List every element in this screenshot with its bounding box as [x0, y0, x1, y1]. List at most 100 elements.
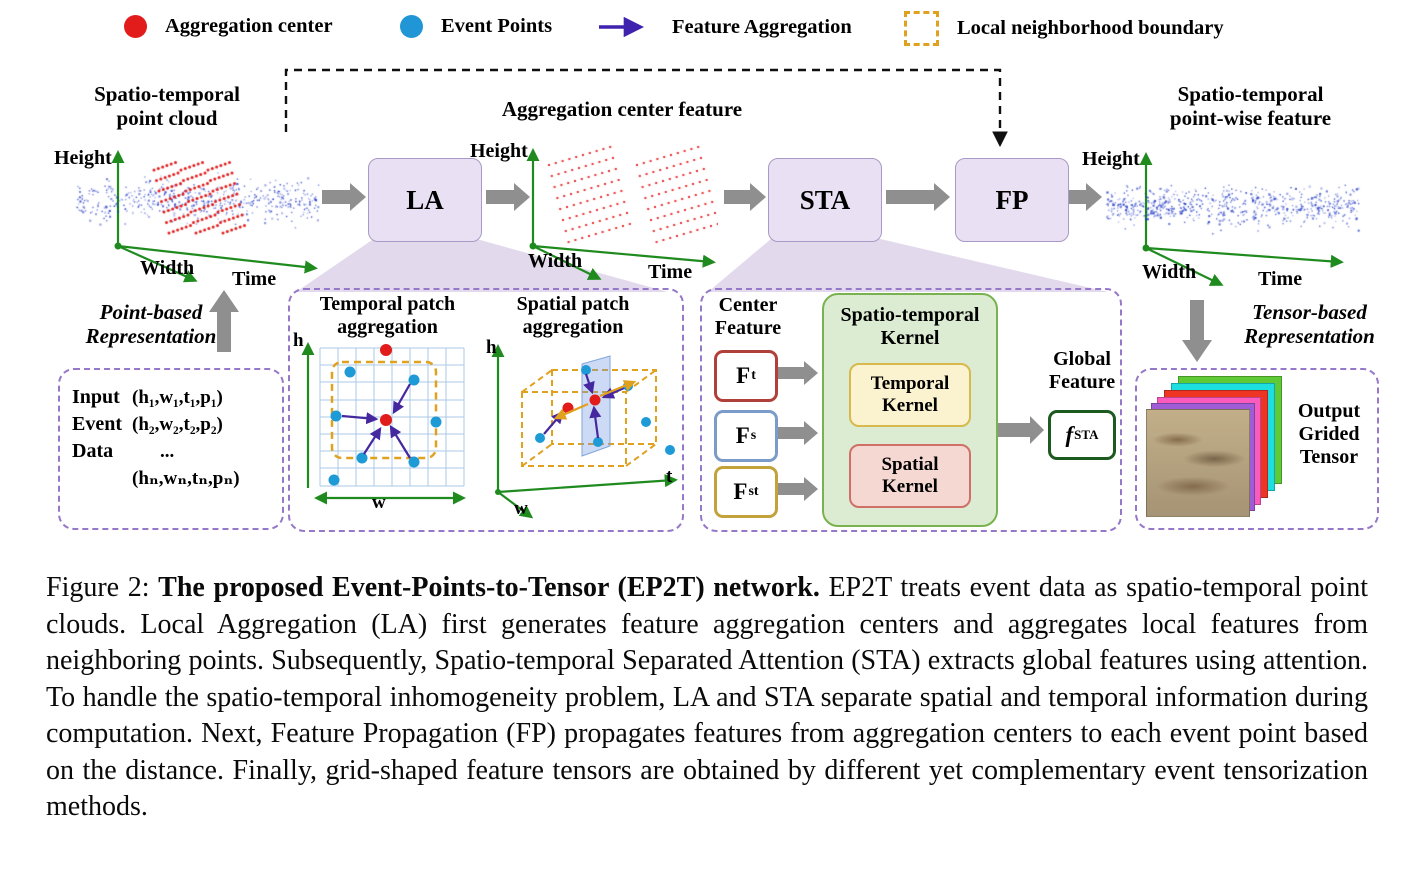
- event-point-dots: [535, 365, 675, 455]
- arrow-fst-to-kernel: [772, 477, 818, 501]
- axis-label-width: Width: [528, 250, 583, 272]
- input-event-data-content: Input Event Data (h₁,w₁,t₁,p₁) (h₂,w₂,t₂…: [60, 370, 282, 492]
- axis-label-time: Time: [232, 268, 277, 290]
- feature-sub: s: [750, 428, 757, 443]
- arrow-point-representation-up: [209, 290, 239, 352]
- spatial-patch-diagram: [491, 344, 678, 519]
- feature-base: F: [733, 479, 748, 504]
- feature-sub: t: [751, 368, 756, 383]
- sta-trapezoid: [708, 238, 1108, 292]
- caption-body: EP2T treats event data as spatio-tempora…: [46, 572, 1368, 822]
- kernel-title: Spatio-temporal Kernel: [840, 304, 980, 349]
- axis-label-t: t: [666, 466, 673, 487]
- grid-lines: [319, 347, 465, 487]
- event-tuple: (hₙ,wₙ,tₙ,pₙ): [132, 468, 240, 489]
- axis-label-h: h: [486, 337, 497, 358]
- legend-item-feature-aggregation: Feature Aggregation: [596, 15, 852, 39]
- center-feature-origin-dot: [529, 242, 537, 250]
- arrow-la-to-feature: [486, 183, 530, 211]
- temporal-patch-diagram: [301, 342, 466, 505]
- point-based-representation-label: Point-based Representation: [85, 300, 217, 348]
- event-tuple: (h₁,w₁,t₁,p₁): [132, 387, 223, 408]
- axis-label-time: Time: [1258, 268, 1303, 290]
- spatial-spread-arrows: [553, 380, 637, 420]
- spatial-kernel-box: Spatial Kernel: [849, 444, 971, 508]
- feature-aggregation-arrows: [341, 383, 411, 459]
- skip-connection-arrow: [284, 68, 1008, 148]
- legend-label: Event Points: [441, 15, 553, 37]
- xyz-axes: [491, 344, 678, 519]
- legend-label: Aggregation center: [165, 15, 333, 37]
- axis-label-width: Width: [140, 257, 195, 279]
- right-cloud-title: Spatio-temporal point-wise feature: [1169, 82, 1332, 130]
- axis-label-time: Time: [648, 261, 693, 283]
- tensor-layer-front-image: [1146, 409, 1250, 517]
- aggregation-center-dot-icon: [124, 15, 147, 38]
- arrow-cloud-to-la: [322, 183, 366, 211]
- feature-base: F: [736, 363, 751, 388]
- axis-label-height: Height: [470, 140, 528, 162]
- temporal-patch-title: Temporal patch aggregation: [319, 293, 456, 338]
- feature-base: F: [735, 423, 750, 448]
- legend-item-neighborhood-boundary: Local neighborhood boundary: [904, 11, 1224, 46]
- center-feature-label: Center Feature: [714, 294, 782, 339]
- arrow-fp-to-cloud: [1068, 183, 1102, 211]
- input-event-data-lines: (h₁,w₁,t₁,p₁) (h₂,w₂,t₂,p₂) ... (hₙ,wₙ,t…: [132, 384, 240, 492]
- sta-detail-box: [700, 288, 1122, 532]
- fsta-sub: STA: [1074, 427, 1099, 442]
- legend-item-event-points: Event Points: [400, 15, 552, 38]
- input-event-data-box: Input Event Data (h₁,w₁,t₁,p₁) (h₂,w₂,t₂…: [58, 368, 284, 530]
- diagram-graphics: [111, 68, 1344, 501]
- event-tuple-ellipsis: ...: [160, 441, 175, 462]
- axis-label-h: h: [293, 330, 304, 351]
- fsta-base: f: [1065, 422, 1074, 447]
- right-point-cloud: [1102, 146, 1362, 274]
- la-trapezoid: [296, 238, 668, 292]
- legend-label: Feature Aggregation: [672, 15, 852, 38]
- fp-module: FP: [955, 158, 1069, 242]
- global-feature-label: Global Feature: [1048, 348, 1116, 393]
- legend-label: Local neighborhood boundary: [957, 17, 1224, 39]
- aggregation-center-grids: [536, 140, 718, 254]
- left-cloud-title: Spatio-temporal point cloud: [94, 82, 240, 130]
- center-feature-title: Aggregation center feature: [501, 97, 743, 121]
- temporal-kernel-box: Temporal Kernel: [849, 363, 971, 427]
- sta-module: STA: [768, 158, 882, 242]
- caption-prefix: Figure 2:: [46, 572, 159, 603]
- output-tensor-box: [1135, 368, 1379, 530]
- la-detail-box: [288, 288, 684, 532]
- event-point-dot-icon: [400, 15, 423, 38]
- arrow-tensor-representation-down: [1182, 300, 1212, 362]
- axis-label-w: w: [514, 498, 528, 519]
- arrow-feature-to-sta: [724, 183, 766, 211]
- left-point-cloud: [72, 138, 322, 266]
- tensor-based-representation-label: Tensor-based Representation: [1244, 300, 1375, 348]
- la-module: LA: [368, 158, 482, 242]
- origin-dot: [495, 489, 501, 495]
- axis-label-width: Width: [1142, 261, 1197, 283]
- axis-label-w: w: [372, 492, 386, 513]
- axis-label-height: Height: [1082, 148, 1140, 170]
- arrow-sta-to-fp: [886, 183, 950, 211]
- event-tuple: (h₂,w₂,t₂,p₂): [132, 414, 223, 435]
- arrow-kernel-to-global: [996, 416, 1044, 444]
- spatio-temporal-kernel-panel: Spatio-temporal Kernel Temporal Kernel S…: [822, 293, 998, 527]
- neighborhood-boundary: [330, 360, 438, 460]
- event-point-dots: [328, 366, 442, 486]
- axis-label-height: Height: [54, 147, 112, 169]
- flow-arrows: [209, 183, 1212, 501]
- figure-caption: Figure 2: The proposed Event-Points-to-T…: [0, 558, 1408, 826]
- feature-sub: st: [748, 484, 759, 499]
- caption-bold-title: The proposed Event-Points-to-Tensor (EP2…: [158, 572, 820, 603]
- tensor-stack: [1146, 376, 1284, 518]
- neighborhood-boundary-icon: [904, 11, 939, 46]
- arrow-ft-to-kernel: [772, 361, 818, 385]
- aggregation-center-dots: [380, 344, 392, 426]
- legend-item-aggregation-center: Aggregation center: [124, 15, 333, 38]
- arrow-fs-to-kernel: [772, 421, 818, 445]
